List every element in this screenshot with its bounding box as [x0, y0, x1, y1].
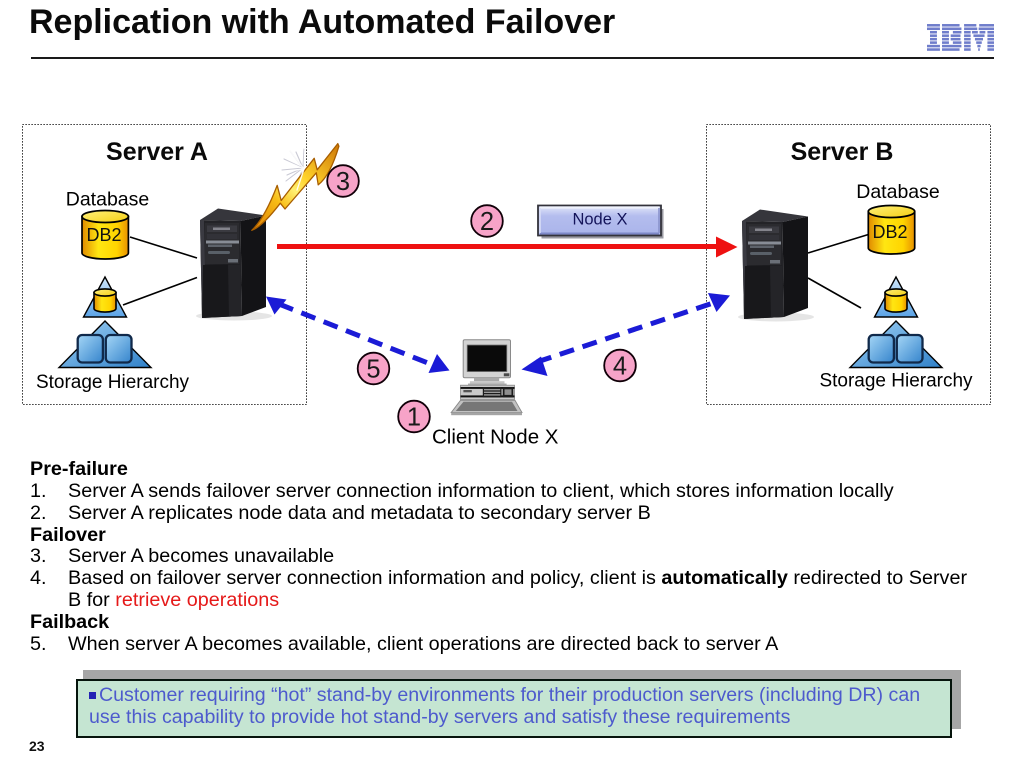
- svg-text:2: 2: [480, 208, 494, 236]
- svg-text:Database: Database: [66, 189, 149, 211]
- svg-text:Server B: Server B: [791, 138, 894, 166]
- svg-text:1: 1: [407, 404, 421, 432]
- svg-text:Storage Hierarchy: Storage Hierarchy: [819, 371, 973, 392]
- svg-text:Database: Database: [856, 181, 939, 203]
- svg-text:3: 3: [336, 168, 350, 196]
- svg-text:5: 5: [366, 356, 380, 384]
- svg-text:Server A: Server A: [106, 138, 208, 166]
- svg-text:4: 4: [613, 353, 627, 381]
- svg-text:Storage Hierarchy: Storage Hierarchy: [36, 372, 190, 393]
- svg-text:DB2: DB2: [872, 222, 907, 242]
- svg-text:Client Node X: Client Node X: [432, 426, 559, 449]
- svg-text:DB2: DB2: [86, 225, 121, 245]
- svg-text:Node X: Node X: [572, 211, 627, 229]
